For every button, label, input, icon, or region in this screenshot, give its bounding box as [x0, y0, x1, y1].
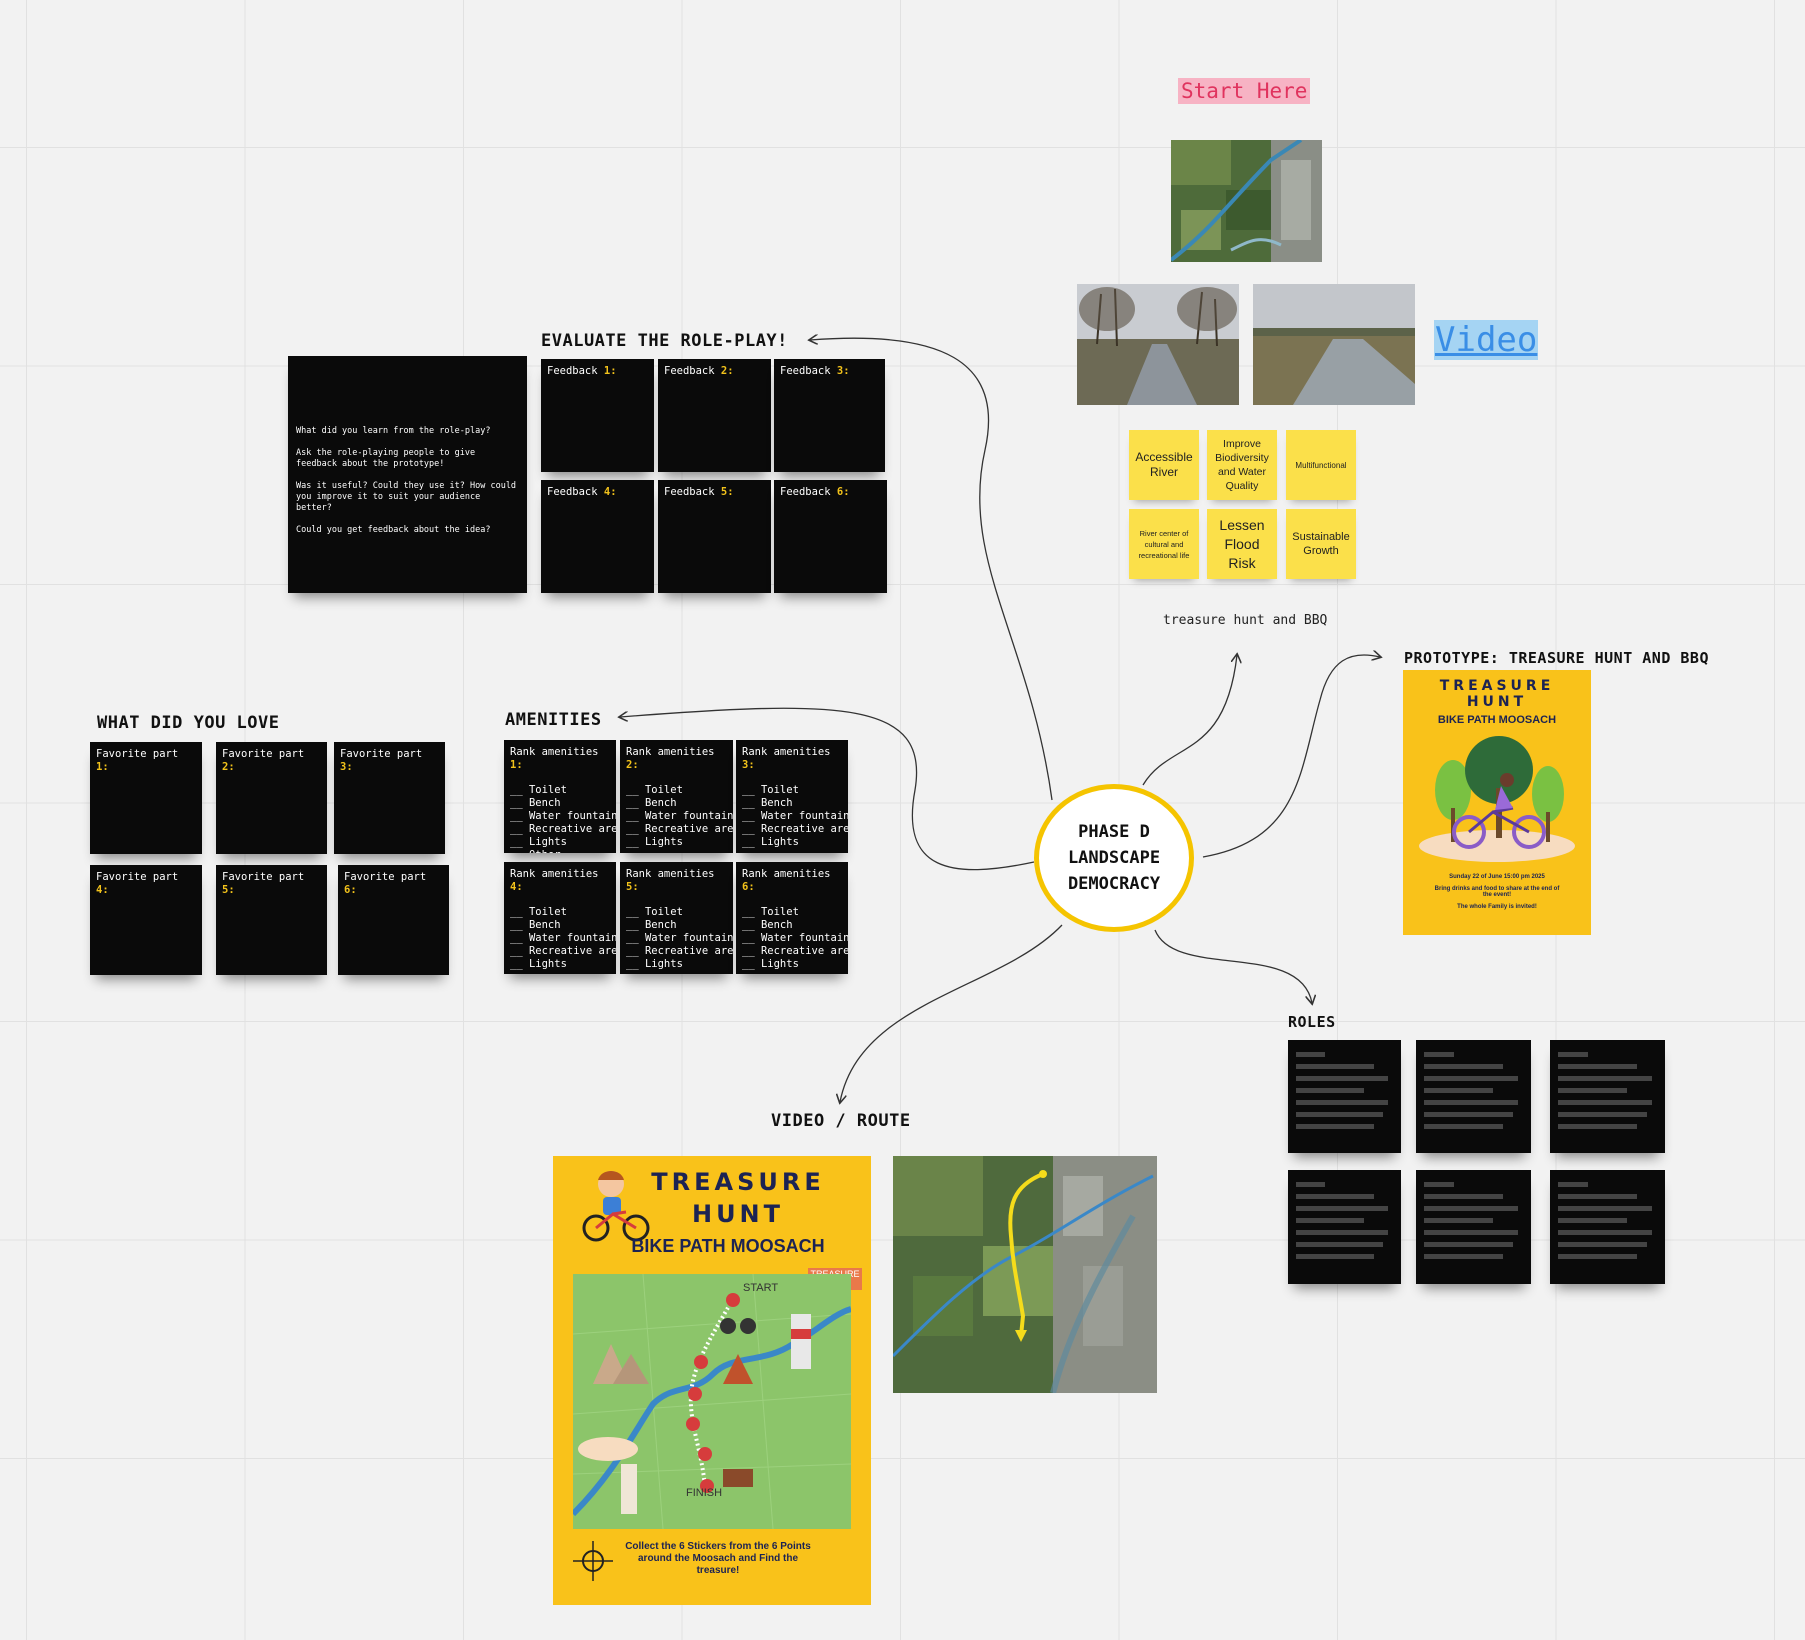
- treasure-map-poster[interactable]: TREASURE HUNT BIKE PATH MOOSACH TREASURE…: [553, 1156, 871, 1605]
- start-here-label[interactable]: Start Here: [1178, 78, 1311, 104]
- prototype-poster[interactable]: TREASURE HUNT BIKE PATH MOOSACH Sunday 2…: [1403, 670, 1591, 935]
- evaluate-intro-note[interactable]: What did you learn from the role-play? A…: [288, 356, 527, 593]
- feedback-note[interactable]: Feedback 1:: [541, 359, 654, 472]
- rank-amenities-note[interactable]: Rank amenities 4:__ Toilet __ Bench __ W…: [504, 862, 616, 974]
- treasure-caption: treasure hunt and BBQ: [1163, 613, 1328, 628]
- role-card[interactable]: [1416, 1040, 1531, 1153]
- route-satellite-map[interactable]: [893, 1156, 1157, 1393]
- favorite-part-note[interactable]: Favorite part 2:: [216, 742, 327, 854]
- favorite-part-note[interactable]: Favorite part 1:: [90, 742, 202, 854]
- prototype-title: PROTOTYPE: TREASURE HUNT AND BBQ: [1404, 649, 1709, 667]
- rank-amenities-note[interactable]: Rank amenities 2:__ Toilet __ Bench __ W…: [620, 740, 733, 853]
- goal-note[interactable]: Sustainable Growth: [1286, 509, 1356, 579]
- feedback-note[interactable]: Feedback 3:: [774, 359, 885, 472]
- role-card[interactable]: [1416, 1170, 1531, 1284]
- amenities-title: AMENITIES: [505, 710, 602, 730]
- evaluate-title: EVALUATE THE ROLE-PLAY!: [541, 331, 788, 351]
- video-link[interactable]: Video: [1434, 320, 1539, 360]
- goal-note[interactable]: Lessen Flood Risk: [1207, 509, 1277, 579]
- rank-amenities-note[interactable]: Rank amenities 6:__ Toilet __ Bench __ W…: [736, 862, 848, 974]
- cyclist-illustration: [1419, 736, 1575, 862]
- feedback-note[interactable]: Feedback 2:: [658, 359, 771, 472]
- rank-amenities-note[interactable]: Rank amenities 1:__ Toilet __ Bench __ W…: [504, 740, 616, 853]
- feedback-note[interactable]: Feedback 5:: [658, 480, 771, 593]
- goal-note[interactable]: River center of cultural and recreationa…: [1129, 509, 1199, 579]
- role-card[interactable]: [1288, 1040, 1401, 1153]
- role-card[interactable]: [1288, 1170, 1401, 1284]
- goal-note[interactable]: Accessible River: [1129, 430, 1199, 500]
- feedback-note[interactable]: Feedback 4:: [541, 480, 654, 593]
- treasure-map-illustration: [573, 1274, 851, 1529]
- rank-amenities-note[interactable]: Rank amenities 5:__ Toilet __ Bench __ W…: [620, 862, 733, 974]
- goal-note[interactable]: Improve Biodiversity and Water Quality: [1207, 430, 1277, 500]
- favorite-part-note[interactable]: Favorite part 6:: [338, 865, 449, 975]
- goal-note[interactable]: Multifunctional: [1286, 430, 1356, 500]
- video-route-title: VIDEO / ROUTE: [771, 1111, 911, 1131]
- roles-title: ROLES: [1288, 1013, 1336, 1031]
- satellite-photo[interactable]: [1171, 140, 1322, 262]
- kid-cyclist-icon: [582, 1171, 650, 1242]
- favorite-part-note[interactable]: Favorite part 3:: [334, 742, 445, 854]
- favorite-part-note[interactable]: Favorite part 4:: [90, 865, 202, 975]
- phase-d-hub[interactable]: PHASE D LANDSCAPE DEMOCRACY: [1034, 784, 1194, 932]
- compass-icon: [573, 1541, 613, 1581]
- river-photo-1[interactable]: [1077, 284, 1239, 405]
- favorite-part-note[interactable]: Favorite part 5:: [216, 865, 327, 975]
- role-card[interactable]: [1550, 1170, 1665, 1284]
- role-card[interactable]: [1550, 1040, 1665, 1153]
- rank-amenities-note[interactable]: Rank amenities 3:__ Toilet __ Bench __ W…: [736, 740, 848, 853]
- love-title: WHAT DID YOU LOVE: [97, 713, 280, 733]
- river-photo-2[interactable]: [1253, 284, 1415, 405]
- feedback-note[interactable]: Feedback 6:: [774, 480, 887, 593]
